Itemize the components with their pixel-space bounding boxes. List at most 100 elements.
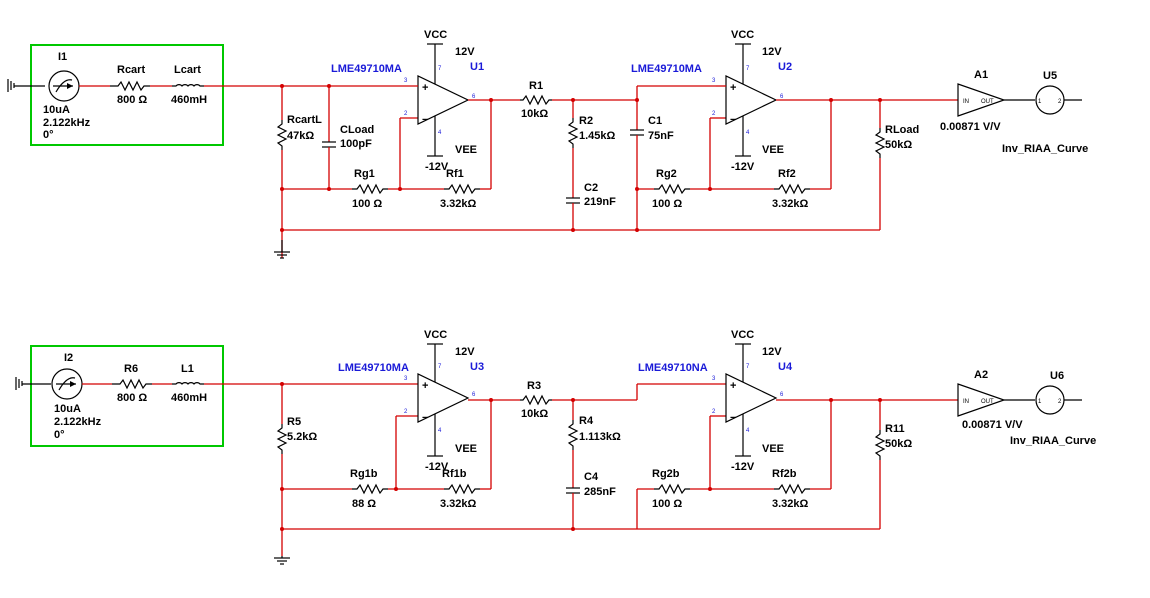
rg2-value: 100 Ω [652, 198, 682, 210]
pin-label: 3 [712, 376, 716, 382]
u3-part: LME49710MA [338, 362, 409, 374]
pin-label: 7 [746, 364, 750, 370]
resistor-r2[interactable] [567, 118, 579, 148]
opamp-u2[interactable]: + − [716, 44, 778, 156]
inductor-lcart[interactable] [172, 84, 204, 87]
resistor-rg1b[interactable] [352, 483, 388, 495]
source-phase: 0° [43, 129, 54, 141]
opamp-u3[interactable]: + − [417, 344, 470, 456]
pin-label: 7 [438, 66, 442, 72]
svg-text:+: + [422, 380, 428, 392]
source-phase: 0° [54, 429, 65, 441]
resistor-r3[interactable] [520, 394, 552, 406]
lcart-ref: Lcart [174, 64, 201, 76]
u4-part: LME49710NA [638, 362, 708, 374]
resistor-rcartl[interactable] [276, 120, 288, 150]
u4-vee: VEE [762, 443, 784, 455]
l1-value: 460mH [171, 392, 207, 404]
r1-ref: R1 [529, 80, 543, 92]
resistor-r4[interactable] [567, 420, 579, 450]
amp-in-label: IN [963, 99, 969, 105]
amplifier-a1[interactable] [957, 83, 1006, 117]
resistor-r11[interactable] [874, 430, 886, 460]
resistor-rg2b[interactable] [654, 483, 690, 495]
pin-label: 2 [404, 409, 408, 415]
pin-label: 3 [404, 78, 408, 84]
svg-text:−: − [422, 412, 428, 424]
opamp-u4[interactable]: + − [725, 344, 778, 456]
svg-text:−: − [730, 412, 736, 424]
rload-value: 50kΩ [885, 139, 912, 151]
resistor-rf2b[interactable] [774, 483, 810, 495]
bottom-circuit: I2 10uA 2.122kHz 0° R6 800 Ω L1 460mH R5… [15, 329, 1096, 565]
resistor-r5[interactable] [276, 424, 288, 454]
a1-ref: A1 [974, 69, 988, 81]
svg-text:+: + [730, 380, 736, 392]
rf1-ref: Rf1 [446, 168, 464, 180]
pin-label: 2 [712, 111, 716, 117]
resistor-rg1[interactable] [352, 183, 388, 195]
resistor-rcart[interactable] [110, 80, 150, 92]
u1-ref: U1 [470, 61, 484, 73]
pin-label: 2 [712, 409, 716, 415]
resistor-rf2[interactable] [774, 183, 810, 195]
cartridge-box-bottom [30, 345, 224, 447]
svg-text:+: + [730, 82, 736, 94]
u1-vcc: VCC [424, 29, 447, 41]
pin-label: 4 [438, 428, 442, 434]
pin-label: 2 [404, 111, 408, 117]
lcart-value: 460mH [171, 94, 207, 106]
pin-label: 4 [746, 130, 750, 136]
pin-label: 3 [712, 78, 716, 84]
rg2-ref: Rg2 [656, 168, 677, 180]
current-source-i2[interactable] [51, 368, 83, 400]
rf2b-value: 3.32kΩ [772, 498, 809, 510]
u3-vcc-v: 12V [455, 346, 475, 358]
u2-vcc-v: 12V [762, 46, 782, 58]
svg-text:−: − [730, 114, 736, 126]
opamp-u1[interactable]: + − [398, 44, 470, 156]
source-ref: I1 [58, 51, 67, 63]
c4-value: 285nF [584, 486, 616, 498]
c2-value: 219nF [584, 196, 616, 208]
u6-name: Inv_RIAA_Curve [1010, 435, 1096, 447]
u3-ref: U3 [470, 361, 484, 373]
source-current: 10uA [54, 403, 81, 415]
u2-vee: VEE [762, 144, 784, 156]
top-circuit: I1 10uA 2.122kHz 0° Rcart 800 Ω Lcart 46… [7, 29, 1088, 259]
resistor-rg2[interactable] [654, 183, 690, 195]
amp-in-label: IN [963, 399, 969, 405]
rf2-value: 3.32kΩ [772, 198, 809, 210]
resistor-rload[interactable] [874, 128, 886, 158]
resistor-r1[interactable] [520, 94, 552, 106]
u2-part: LME49710MA [631, 63, 702, 75]
pin-label: 7 [746, 66, 750, 72]
u1-vee: VEE [455, 144, 477, 156]
rg1-ref: Rg1 [354, 168, 375, 180]
resistor-r6[interactable] [112, 378, 152, 390]
c2-ref: C2 [584, 182, 598, 194]
current-source-i1[interactable] [48, 70, 80, 102]
rg1b-value: 88 Ω [352, 498, 376, 510]
svg-text:+: + [422, 82, 428, 94]
rf1b-ref: Rf1b [442, 468, 467, 480]
amplifier-a2[interactable] [957, 383, 1006, 417]
rload-ref: RLoad [885, 124, 919, 136]
rg2b-value: 100 Ω [652, 498, 682, 510]
r6-value: 800 Ω [117, 392, 147, 404]
rcartl-value: 47kΩ [287, 130, 314, 142]
pin-label: 2 [1058, 399, 1062, 405]
r5-ref: R5 [287, 416, 301, 428]
r1-value: 10kΩ [521, 108, 548, 120]
a2-gain: 0.00871 V/V [962, 419, 1023, 431]
pin-label: 2 [1058, 99, 1062, 105]
r3-ref: R3 [527, 380, 541, 392]
resistor-rf1b[interactable] [444, 483, 480, 495]
pin-label: 3 [404, 376, 408, 382]
svg-text:−: − [422, 114, 428, 126]
pin-label: 4 [746, 428, 750, 434]
inductor-l1[interactable] [172, 382, 204, 385]
resistor-rf1[interactable] [444, 183, 480, 195]
source-freq: 2.122kHz [43, 117, 91, 129]
